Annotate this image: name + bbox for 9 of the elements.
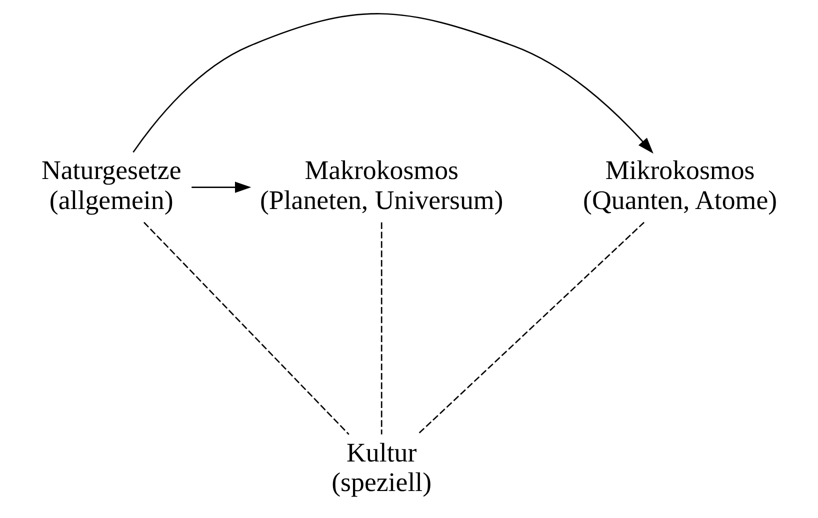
arrow bbox=[132, 13, 653, 154]
connector bbox=[416, 222, 644, 435]
node-text: Naturgesetze (allgemein) bbox=[40, 155, 181, 215]
node-text: Makrokosmos (Planeten, Universum) bbox=[259, 155, 503, 215]
connector bbox=[143, 222, 349, 435]
node-text: Mikrokosmos (Quanten, Atome) bbox=[582, 155, 777, 215]
arrow bbox=[191, 182, 251, 193]
connector bbox=[380, 222, 382, 434]
node-text: Kultur (speziell) bbox=[331, 438, 432, 498]
